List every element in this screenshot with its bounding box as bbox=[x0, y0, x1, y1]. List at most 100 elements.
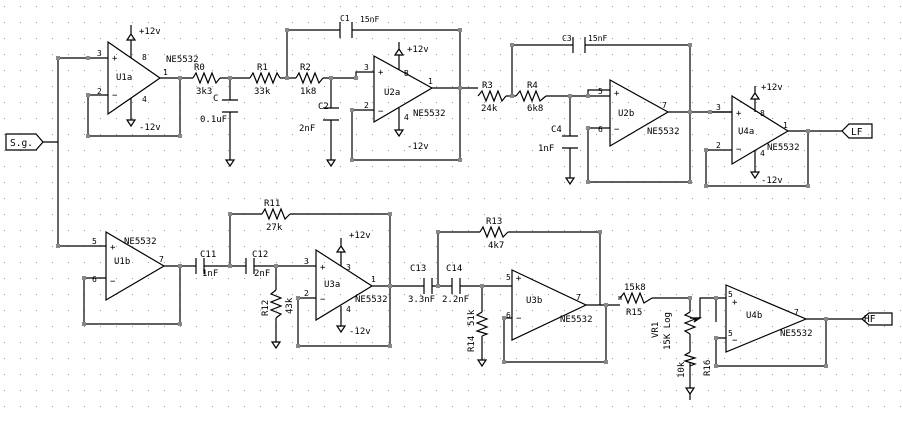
svg-text:2: 2 bbox=[97, 87, 102, 96]
svg-text:5: 5 bbox=[728, 329, 733, 338]
u2b-part: NE5532 bbox=[647, 127, 680, 137]
svg-text:−: − bbox=[112, 91, 118, 101]
svg-text:51k: 51k bbox=[467, 309, 477, 326]
u1b-part: NE5532 bbox=[124, 237, 157, 247]
resistor-r3: R3 24k bbox=[477, 81, 507, 114]
svg-text:10k: 10k bbox=[677, 361, 687, 378]
svg-text:6: 6 bbox=[598, 125, 603, 134]
output-port-hf: HF bbox=[861, 312, 893, 326]
svg-text:R1: R1 bbox=[257, 63, 268, 73]
svg-text:6: 6 bbox=[92, 275, 97, 284]
output-label-lf: LF bbox=[851, 127, 863, 138]
svg-text:C1: C1 bbox=[340, 14, 350, 23]
svg-text:+: + bbox=[378, 68, 384, 78]
svg-text:4: 4 bbox=[760, 149, 765, 158]
svg-text:27k: 27k bbox=[266, 223, 283, 233]
svg-text:R4: R4 bbox=[527, 81, 538, 91]
svg-text:2.2nF: 2.2nF bbox=[442, 295, 469, 305]
svg-text:C13: C13 bbox=[410, 264, 426, 274]
opamp-u1b: +− U1b NE5532 5 6 7 bbox=[92, 230, 166, 302]
capacitor-c3: C3 15nF bbox=[562, 34, 607, 53]
capacitor-c: C 0.1uF bbox=[200, 94, 238, 168]
svg-text:VR1: VR1 bbox=[651, 322, 661, 338]
svg-text:R11: R11 bbox=[264, 199, 280, 209]
svg-text:R0: R0 bbox=[194, 63, 205, 73]
svg-text:+: + bbox=[112, 54, 118, 64]
u1a-part: NE5532 bbox=[166, 55, 199, 65]
svg-text:1: 1 bbox=[783, 121, 788, 130]
opamp-u2b: +− U2b NE5532 5 6 7 bbox=[598, 78, 680, 148]
svg-text:8: 8 bbox=[404, 69, 409, 78]
svg-text:43k: 43k bbox=[285, 297, 295, 314]
svg-text:3: 3 bbox=[97, 49, 102, 58]
svg-text:2: 2 bbox=[716, 141, 721, 150]
capacitor-c12: C12 2nF bbox=[245, 250, 270, 279]
svg-text:1: 1 bbox=[371, 275, 376, 284]
svg-text:6k8: 6k8 bbox=[527, 104, 543, 114]
capacitor-c1: C1 15nF bbox=[333, 14, 379, 38]
svg-text:−: − bbox=[732, 336, 738, 346]
svg-text:5: 5 bbox=[728, 290, 733, 299]
svg-text:+: + bbox=[516, 274, 522, 284]
svg-text:+12v: +12v bbox=[139, 27, 161, 37]
svg-text:3: 3 bbox=[346, 263, 351, 272]
capacitor-c4: C4 1nF bbox=[538, 125, 578, 186]
svg-text:C14: C14 bbox=[446, 264, 462, 274]
u3a-part: NE5532 bbox=[355, 295, 388, 305]
svg-text:1: 1 bbox=[163, 68, 168, 77]
resistor-r12: R12 43k bbox=[261, 289, 295, 350]
svg-text:−: − bbox=[614, 125, 620, 135]
svg-text:-12v: -12v bbox=[761, 176, 783, 186]
svg-text:C4: C4 bbox=[551, 125, 562, 135]
svg-text:+12v: +12v bbox=[761, 83, 783, 93]
svg-text:7: 7 bbox=[159, 255, 164, 264]
u2b-name: U2b bbox=[618, 109, 634, 119]
svg-text:1nF: 1nF bbox=[538, 144, 554, 154]
svg-text:3: 3 bbox=[304, 257, 309, 266]
svg-text:1nF: 1nF bbox=[202, 269, 218, 279]
svg-text:33k: 33k bbox=[254, 87, 271, 97]
svg-text:5: 5 bbox=[92, 237, 97, 246]
svg-text:3: 3 bbox=[364, 63, 369, 72]
resistor-r4: R4 6k8 bbox=[515, 81, 547, 114]
resistor-r16: 10k R16 bbox=[677, 351, 713, 400]
svg-text:7: 7 bbox=[576, 293, 581, 302]
capacitor-c2: C2 2nF bbox=[299, 102, 339, 168]
svg-text:4: 4 bbox=[142, 95, 147, 104]
u4a-name: U4a bbox=[738, 127, 754, 137]
capacitor-c14: C14 2.2nF bbox=[442, 264, 469, 305]
resistor-r14: R14 51k bbox=[467, 309, 489, 368]
opamp-u3a: +− U3a NE5532 3 2 1 3 4 +12v -12v bbox=[304, 231, 388, 337]
svg-text:−: − bbox=[320, 295, 326, 305]
svg-text:R3: R3 bbox=[482, 81, 493, 91]
svg-text:+: + bbox=[736, 109, 742, 119]
svg-text:+: + bbox=[110, 243, 116, 253]
svg-text:C3: C3 bbox=[562, 34, 572, 43]
svg-text:6: 6 bbox=[506, 311, 511, 320]
svg-text:15nF: 15nF bbox=[360, 15, 379, 24]
svg-text:7: 7 bbox=[662, 101, 667, 110]
svg-text:+: + bbox=[732, 298, 738, 308]
svg-text:R13: R13 bbox=[486, 217, 502, 227]
resistor-r11: R11 27k bbox=[261, 199, 291, 233]
svg-text:−: − bbox=[110, 277, 116, 287]
svg-text:R15: R15 bbox=[626, 308, 642, 318]
svg-text:R12: R12 bbox=[261, 300, 271, 316]
u3b-name: U3b bbox=[526, 296, 542, 306]
svg-text:−: − bbox=[516, 314, 522, 324]
svg-text:24k: 24k bbox=[481, 104, 498, 114]
opamp-u3b: +− U3b NE5532 5 6 7 bbox=[506, 269, 593, 341]
svg-text:3.3nF: 3.3nF bbox=[408, 295, 435, 305]
resistor-r0: R0 3k3 bbox=[192, 63, 221, 97]
resistor-r15: 15k8 R15 bbox=[619, 283, 653, 318]
svg-text:+: + bbox=[320, 263, 326, 273]
u4b-name: U4b bbox=[746, 311, 762, 321]
input-port: S.g. bbox=[5, 133, 44, 151]
svg-text:4k7: 4k7 bbox=[488, 241, 504, 251]
u2a-part: NE5532 bbox=[413, 109, 446, 119]
svg-text:5: 5 bbox=[598, 87, 603, 96]
svg-text:R14: R14 bbox=[467, 336, 477, 352]
svg-text:1k8: 1k8 bbox=[300, 87, 316, 97]
u4a-part: NE5532 bbox=[767, 143, 800, 153]
